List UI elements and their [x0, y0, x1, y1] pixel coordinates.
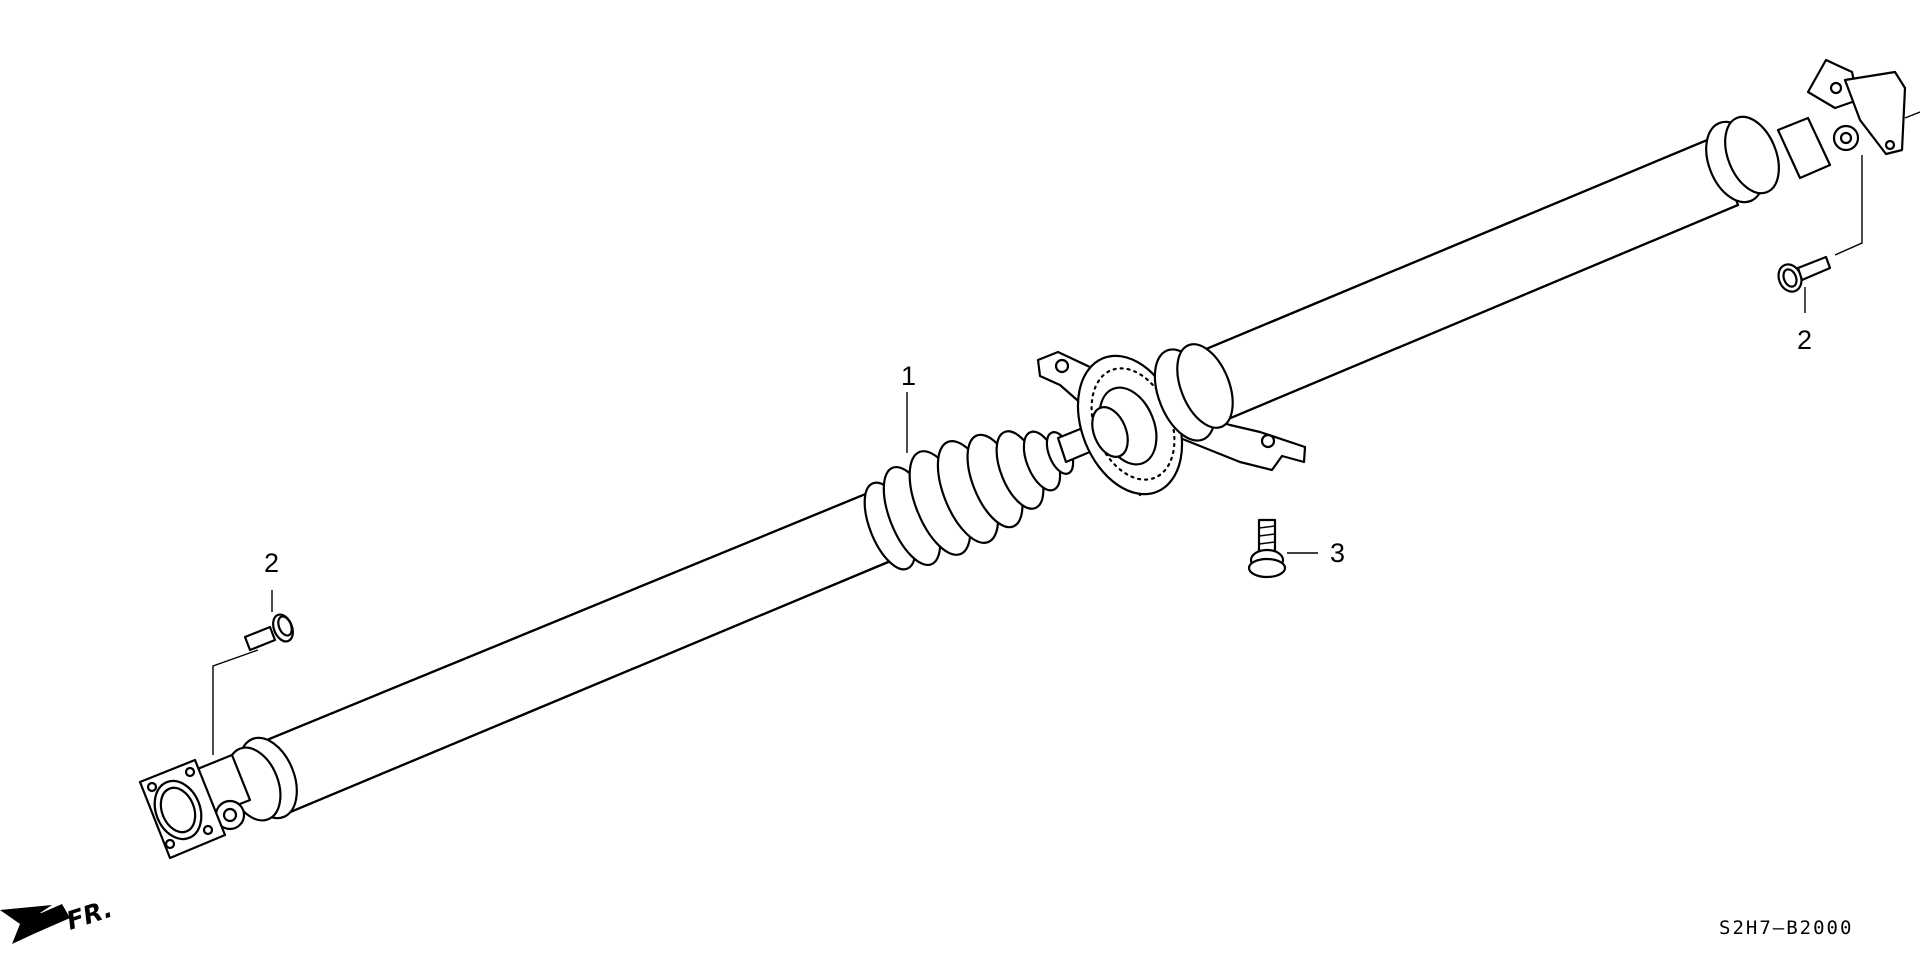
callout-2-rear-bolt: 2 — [1797, 325, 1812, 355]
arrow-left-down-icon — [0, 904, 70, 944]
bracket-bolt — [1247, 518, 1287, 579]
front-flange-bolt — [243, 613, 294, 652]
front-shaft-tube — [260, 491, 895, 815]
front-universal-joint — [138, 736, 298, 860]
callout-2-front-bolt: 2 — [264, 548, 279, 578]
diagram-code: S2H7—B2000 — [1719, 917, 1853, 939]
center-support-bearing — [1036, 343, 1307, 497]
front-marker-label: FR. — [63, 894, 116, 936]
callout-1-driveshaft: 1 — [901, 361, 916, 391]
rear-shaft-tube — [1173, 136, 1740, 432]
rear-flange-bolt — [1777, 255, 1832, 293]
leader-lines — [212, 155, 1863, 755]
cv-joint-boot — [863, 421, 1106, 571]
rear-universal-joint — [1705, 58, 1920, 204]
callout-3-bracket-bolt: 3 — [1330, 538, 1345, 568]
